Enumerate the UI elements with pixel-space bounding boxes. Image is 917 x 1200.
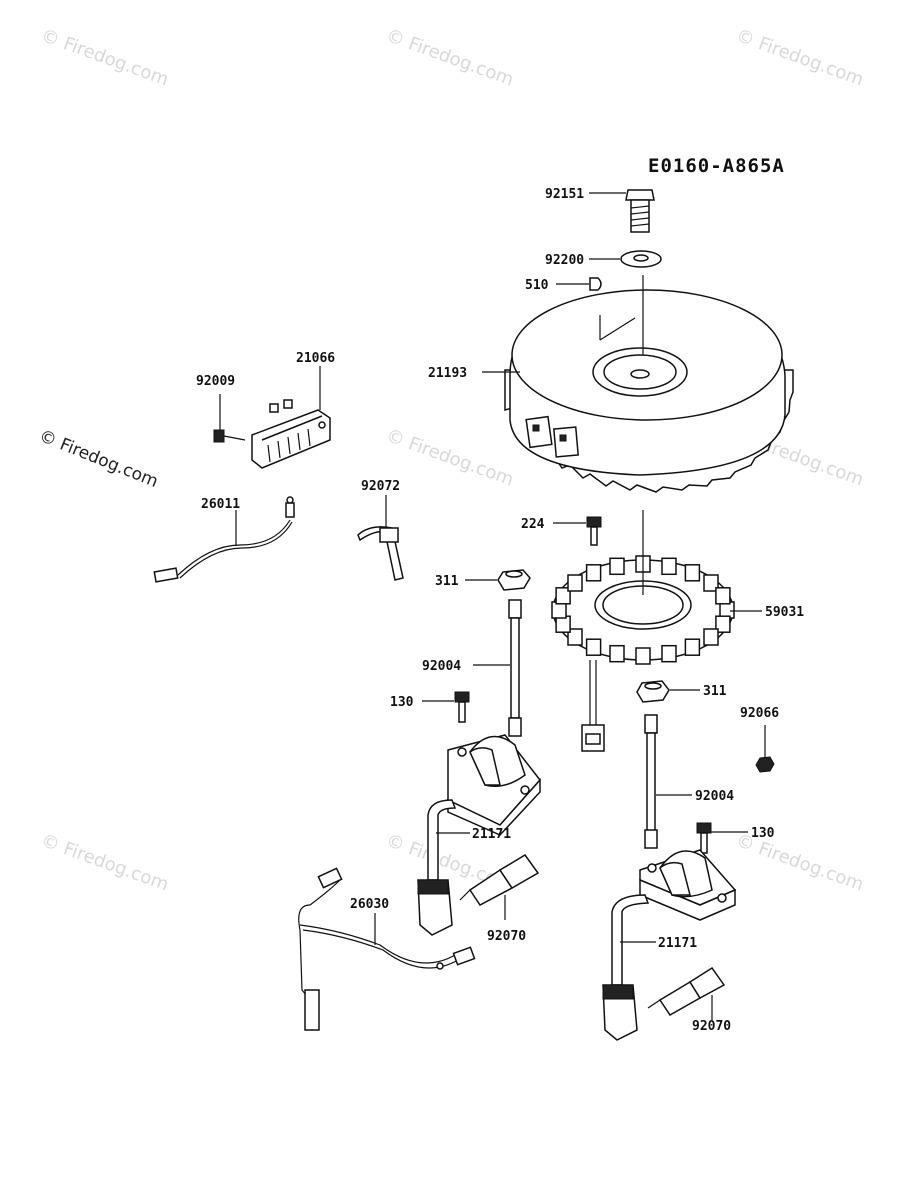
watermark-text: © Firedog.com [38,830,171,896]
part-label-130-right: 130 [751,826,775,841]
stator-tooth [609,557,625,576]
bolt-130-left-drawing [454,691,470,723]
part-label-92200: 92200 [545,253,584,268]
part-label-21193: 21193 [428,366,467,381]
screw-92009-drawing [213,429,246,443]
stud-92004-left-drawing [508,599,522,737]
stator-tooth [715,615,731,633]
stator-tooth [715,587,731,605]
watermark-text: © Firedog.com [38,25,171,91]
stator-tooth [703,574,719,592]
ignition-coil-21171-right-drawing [602,849,737,1041]
part-label-92004-right: 92004 [695,789,734,804]
screw-224-drawing [586,516,602,546]
part-label-92151: 92151 [545,187,584,202]
stud-92004-right-drawing [644,714,658,849]
watermark-text: © Firedog.com [733,25,866,91]
ignition-coil-21171-left-drawing [417,734,541,936]
stator-tooth [635,647,651,665]
part-label-92072: 92072 [361,479,400,494]
stator-tooth [555,587,571,605]
bolt-92151-drawing [625,189,655,233]
washer-92200-drawing [620,250,662,268]
part-label-92009: 92009 [196,374,235,389]
spark-plug-92070-right-drawing [647,966,726,1016]
stator-tooth [585,564,602,582]
stator-tooth [567,574,583,592]
stator-tooth [703,628,719,646]
part-label-92066: 92066 [740,706,779,721]
spark-plug-92070-left-drawing [459,854,540,906]
part-label-224: 224 [521,517,545,532]
stator-tooth [661,557,677,576]
part-label-92070-left: 92070 [487,929,526,944]
stator-tooth [684,564,701,582]
part-label-92004-left: 92004 [422,659,461,674]
watermark-text: © Firedog.com [383,425,516,491]
stator-59031-drawing [551,555,735,752]
nut-92066-drawing [755,756,775,773]
regulator-21066-drawing [251,399,331,469]
part-label-21171-left: 21171 [472,827,511,842]
lead-26011-drawing [153,496,295,583]
stator-tooth [567,628,583,646]
part-label-311-right: 311 [703,684,727,699]
part-label-21171-right: 21171 [658,936,697,951]
watermark-text: © Firedog.com [383,25,516,91]
part-label-59031: 59031 [765,605,804,620]
part-label-130-left: 130 [390,695,414,710]
stator-tooth [609,644,625,663]
part-label-26030: 26030 [350,897,389,912]
clamp-92072-drawing [357,526,404,581]
watermark-text: © Firedog.com [36,426,161,492]
stator-tooth [585,638,602,656]
stator-tooth [684,638,701,656]
nut-311-drawing [497,569,531,591]
flywheel-21193-drawing [504,289,794,493]
part-label-510: 510 [525,278,549,293]
part-label-21066: 21066 [296,351,335,366]
diagram-code: E0160-A865A [648,155,785,177]
part-label-92070-right: 92070 [692,1019,731,1034]
bolt-130-right-drawing [696,822,712,854]
key-510-drawing [589,277,602,291]
part-label-26011: 26011 [201,497,240,512]
lead-26030-drawing [298,867,476,1031]
part-label-311-left: 311 [435,574,459,589]
nut-311-right-drawing [636,680,670,703]
stator-tooth [661,644,677,663]
